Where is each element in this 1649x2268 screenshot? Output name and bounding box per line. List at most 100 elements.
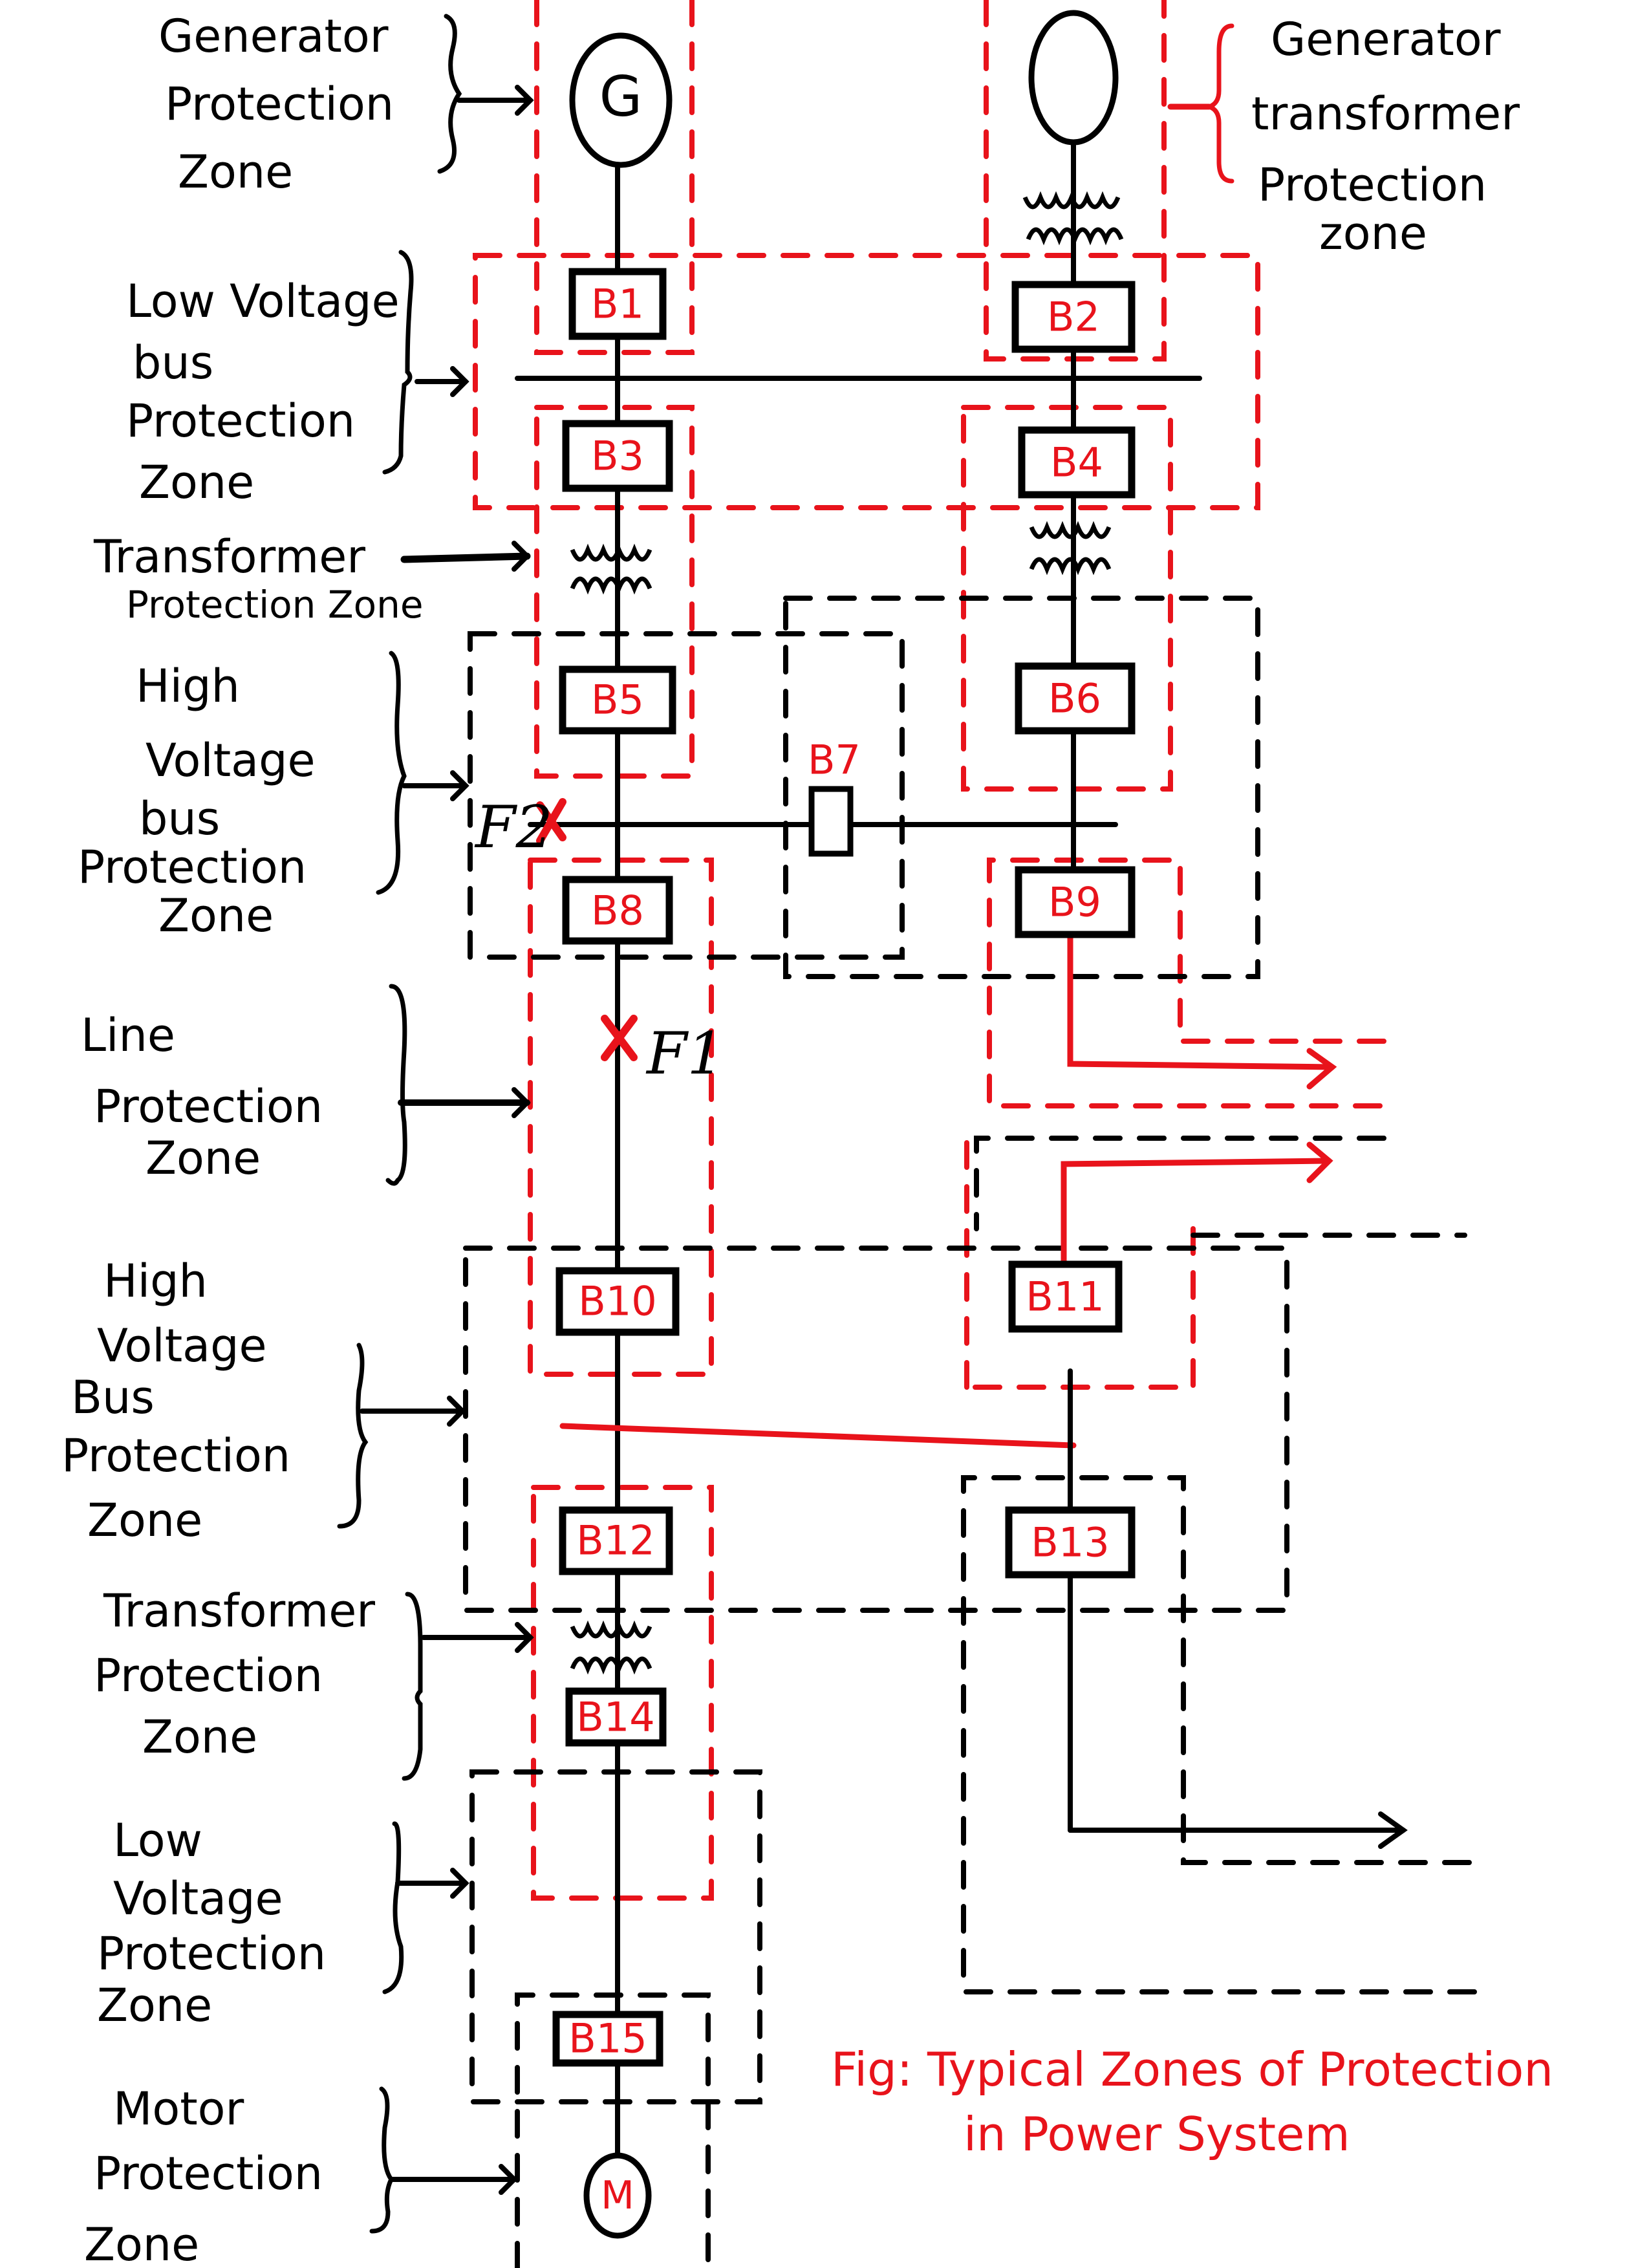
breaker-b9: B9 [1015, 866, 1136, 938]
label-hv-bus-bottom-zone: High Voltage Bus Protection Zone [61, 1255, 466, 1547]
motor-letter: M [601, 2173, 634, 2218]
svg-text:B15: B15 [568, 2015, 647, 2062]
breaker-b13: B13 [1005, 1506, 1136, 1579]
zone-b13 [961, 1475, 1477, 1994]
zone-transformer-left [534, 405, 695, 779]
svg-text:High: High [136, 660, 240, 713]
svg-text:B12: B12 [576, 1517, 654, 1564]
breaker-b15: B15 [552, 2011, 663, 2067]
zone-generator [534, 0, 695, 355]
svg-text:B8: B8 [591, 887, 644, 934]
svg-text:B13: B13 [1031, 1519, 1109, 1566]
label-lv-bus-top-zone: Low Voltage bus Protection Zone [126, 250, 469, 509]
transformer-left-top [570, 543, 652, 595]
label-lv-bottom-zone: Low Voltage Protection Zone [97, 1814, 469, 2032]
feeder-b9 [1067, 902, 1335, 1070]
svg-text:Protection: Protection [165, 78, 394, 131]
svg-text:Voltage: Voltage [113, 1872, 283, 1925]
breaker-b3: B3 [562, 420, 673, 492]
breaker-b7: B7 [808, 737, 861, 857]
label-generator-zone: Generator Protection Zone [158, 10, 534, 199]
svg-text:Zone: Zone [84, 2218, 199, 2268]
svg-text:bus: bus [133, 336, 213, 389]
svg-text:Zone: Zone [142, 1711, 257, 1764]
svg-text:Motor: Motor [113, 2082, 244, 2135]
transformer-bottom [570, 1620, 652, 1675]
svg-text:B6: B6 [1048, 675, 1101, 722]
svg-text:B11: B11 [1026, 1273, 1104, 1321]
svg-text:High: High [103, 1255, 208, 1308]
svg-text:Bus: Bus [71, 1371, 155, 1424]
svg-text:Voltage: Voltage [146, 734, 316, 787]
svg-text:Zone: Zone [146, 1132, 261, 1185]
breaker-b8: B8 [562, 876, 673, 945]
svg-text:Protection: Protection [97, 1927, 326, 1980]
svg-text:Protection: Protection [94, 1080, 323, 1133]
fault-f1-label: F1 [645, 1020, 724, 1088]
svg-text:Protection: Protection [61, 1429, 290, 1482]
figure-caption-line2: in Power System [964, 2107, 1350, 2161]
svg-text:Protection: Protection [126, 394, 355, 448]
svg-text:Zone: Zone [178, 146, 293, 199]
fault-f2-marker [536, 798, 566, 845]
breaker-b10: B10 [555, 1267, 680, 1336]
hv-busbar-bottom [559, 1423, 1077, 1449]
breaker-b14: B14 [565, 1687, 667, 1747]
feeder-b13-arrowhead [1378, 1811, 1408, 1849]
label-transformer-top-zone: Transformer Protection Zone [93, 530, 531, 627]
generator2-symbol [1028, 10, 1119, 146]
zone-transformer-right [961, 405, 1173, 792]
figure-caption-line1: Fig: Typical Zones of Protection [831, 2042, 1553, 2097]
label-line-zone: Line Protection Zone [81, 984, 531, 1186]
breaker-b11: B11 [1008, 1260, 1123, 1333]
transformer-right-top [1029, 521, 1112, 576]
breaker-b12: B12 [559, 1506, 673, 1575]
generator-letter: G [599, 65, 643, 129]
svg-text:Generator: Generator [1271, 13, 1501, 66]
breaker-b5: B5 [559, 665, 676, 735]
label-transformer-bottom-zone: Transformer Protection Zone [94, 1584, 534, 1781]
zone-motor [515, 1993, 711, 2268]
svg-text:Protection: Protection [78, 841, 307, 894]
feeder-b11-arrowhead [1306, 1141, 1333, 1183]
zone-hv-bus-top-left [468, 631, 905, 960]
svg-text:B10: B10 [578, 1278, 656, 1325]
feeder-b9-arrowhead [1306, 1048, 1337, 1090]
zone-hv-bus-top-right [783, 596, 1260, 979]
svg-text:B7: B7 [808, 737, 861, 784]
zone-lv-bottom [469, 1769, 762, 2104]
label-motor-zone: Motor Protection Zone [84, 2082, 518, 2268]
svg-text:B14: B14 [576, 1694, 654, 1741]
svg-text:Protection: Protection [1258, 158, 1487, 211]
motor-symbol [583, 2152, 652, 2239]
svg-text:Transformer: Transformer [93, 530, 365, 583]
zone-lv-bus-top [473, 253, 1260, 510]
svg-text:Zone: Zone [139, 456, 254, 509]
breaker-b1: B1 [568, 268, 667, 340]
label-hv-bus-top-zone: High Voltage bus Protection Zone [78, 651, 469, 942]
svg-text:B5: B5 [591, 676, 644, 724]
svg-text:B3: B3 [591, 433, 644, 480]
fault-f1-marker [601, 1015, 638, 1061]
svg-text:Protection: Protection [94, 2147, 323, 2200]
svg-text:bus: bus [139, 792, 220, 845]
zone-line-right-black [974, 1136, 1386, 1231]
fault-f2-label: F2 [474, 794, 553, 861]
svg-text:B4: B4 [1050, 439, 1103, 486]
svg-text:Protection: Protection [94, 1649, 323, 1702]
generator-symbol [569, 32, 673, 168]
svg-text:Zone: Zone [97, 1979, 212, 2032]
svg-text:Transformer: Transformer [103, 1584, 375, 1637]
zone-transformer-bottom [531, 1485, 714, 1901]
svg-text:Zone: Zone [87, 1494, 202, 1547]
breaker-b4: B4 [1018, 426, 1136, 499]
svg-text:B2: B2 [1047, 294, 1100, 341]
breaker-b6: B6 [1015, 662, 1136, 735]
svg-text:Line: Line [81, 1009, 175, 1062]
svg-text:Generator: Generator [158, 10, 389, 63]
svg-text:Voltage: Voltage [97, 1319, 267, 1372]
transformer-gen [1022, 191, 1124, 246]
svg-text:Low Voltage: Low Voltage [126, 275, 400, 328]
svg-text:B9: B9 [1048, 879, 1101, 926]
